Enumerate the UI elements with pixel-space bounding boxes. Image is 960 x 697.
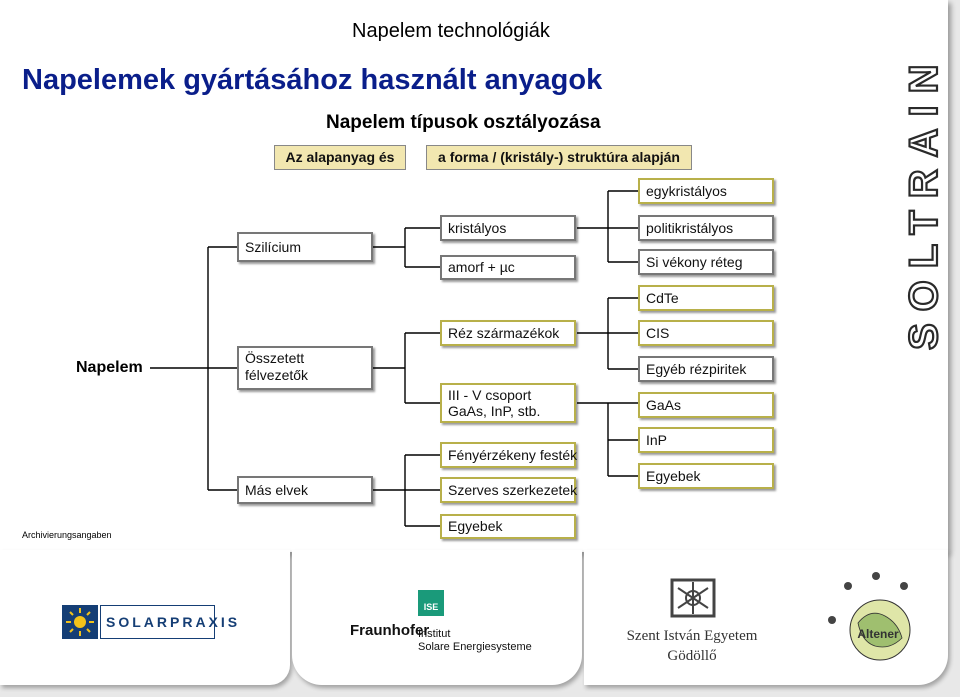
classification-header-right: a forma / (kristály-) struktúra alapján (426, 145, 692, 170)
altener-logo: Altener (828, 572, 911, 661)
footer-panel-szie-altener: Szent István Egyetem Gödöllő Altener (584, 550, 948, 685)
node-osszetett-felvezetok: Összetett félvezetők (237, 346, 373, 390)
szie-line2: Gödöllő (667, 648, 717, 664)
solarpraxis-wordmark-box: SOLARPRAXIS (100, 605, 237, 639)
node-szerves-szerkezetek: Szerves szerkezetek (440, 477, 577, 503)
node-politikristalyos: politikristályos (638, 215, 774, 241)
node-mas-elvek: Más elvek (237, 476, 373, 504)
footer-panel-solarpraxis: SOLARPRAXIS (0, 550, 290, 685)
node-amorf: amorf + µc (440, 255, 576, 280)
node-rez-szarmazekok: Réz származékok (440, 320, 576, 346)
soltrain-text: SOLTRAIN (905, 53, 946, 350)
node-cis: CIS (638, 320, 774, 346)
archive-label: Archivierungsangaben (22, 530, 112, 540)
node-si-vekony-reteg: Si vékony réteg (638, 249, 774, 275)
node-iii-v-csoport: III - V csoport GaAs, InP, stb. (440, 383, 576, 423)
node-egyebek-level3: Egyebek (638, 463, 774, 489)
fraunhofer-ise-logo: ISE (418, 590, 444, 616)
fraunhofer-institut-line1: Institut (418, 628, 451, 640)
subtitle: Napelem típusok osztályozása (326, 112, 601, 133)
node-gaas: GaAs (638, 392, 774, 418)
connector-lines (150, 190, 638, 527)
soltrain-logo: SOLTRAIN (905, 51, 947, 351)
node-egykristalyos: egykristályos (638, 178, 774, 204)
solarpraxis-wordmark: SOLARPRAXIS (106, 614, 241, 630)
classification-header-left: Az alapanyag és (274, 145, 406, 170)
fraunhofer-institut-line2: Solare Energiesysteme (418, 641, 532, 653)
fraunhofer-wordmark: Fraunhofer (350, 622, 430, 639)
szie-crest-icon (670, 578, 716, 618)
main-title: Napelemek gyártásához használt anyagok (22, 64, 603, 96)
node-kristalyos: kristályos (440, 215, 576, 241)
altener-text: Altener (857, 627, 899, 641)
footer-panel-fraunhofer: ISE Fraunhofer Institut Solare Energiesy… (292, 550, 582, 685)
node-cdte: CdTe (638, 285, 774, 311)
node-fenyerzekeny-festek: Fényérzékeny festék (440, 442, 577, 468)
header-title: Napelem technológiák (352, 20, 550, 42)
root-node-napelem: Napelem (76, 359, 143, 376)
node-inp: InP (638, 427, 774, 453)
szie-line1: Szent István Egyetem (626, 628, 758, 644)
node-egyeb-rezpiritek: Egyéb rézpiritek (638, 356, 774, 382)
solarpraxis-sun-icon (62, 605, 98, 639)
node-egyebek-level2: Egyebek (440, 514, 576, 539)
node-szilicium: Szilícium (237, 232, 373, 262)
slide: Napelem technológiák Napelemek gyártásáh… (0, 0, 948, 552)
